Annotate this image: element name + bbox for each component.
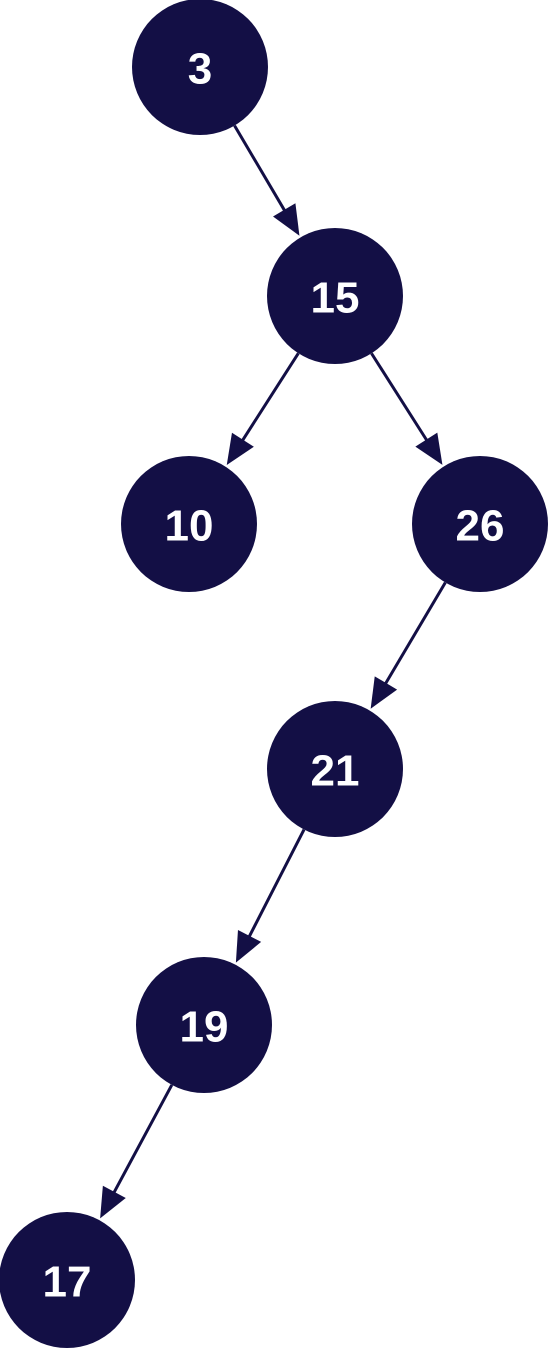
arrow-head-n15-n26 [415, 432, 443, 465]
arrow-head-n21-n19 [235, 930, 262, 963]
node-circle [136, 957, 272, 1093]
node-label: 15 [311, 274, 360, 323]
arrow-head-n19-n17 [100, 1185, 126, 1219]
node-circle [121, 456, 257, 592]
node-circle [132, 0, 268, 135]
node-circle [412, 456, 548, 592]
node-label: 26 [456, 502, 505, 551]
tree-node-21: 21 [267, 701, 403, 837]
node-label: 19 [180, 1003, 229, 1052]
arrow-head-n3-n15 [273, 203, 300, 236]
tree-node-26: 26 [412, 456, 548, 592]
tree-node-3: 3 [132, 0, 268, 135]
node-circle [267, 701, 403, 837]
tree-edges [100, 124, 447, 1219]
edge-n15-n10 [239, 352, 300, 444]
arrow-head-n26-n21 [370, 676, 398, 709]
tree-node-15: 15 [267, 228, 403, 364]
edge-n3-n15 [233, 124, 288, 215]
edge-n26-n21 [382, 581, 447, 688]
tree-node-10: 10 [121, 456, 257, 592]
edge-n15-n26 [370, 352, 430, 444]
node-label: 3 [188, 45, 212, 94]
node-label: 10 [165, 502, 214, 551]
edge-n21-n19 [246, 828, 306, 941]
node-label: 17 [43, 1258, 92, 1307]
tree-node-17: 17 [0, 1212, 135, 1348]
edge-n19-n17 [111, 1084, 174, 1197]
node-label: 21 [311, 747, 360, 796]
tree-node-19: 19 [136, 957, 272, 1093]
node-circle [267, 228, 403, 364]
arrow-head-n15-n10 [226, 432, 254, 466]
node-circle [0, 1212, 135, 1348]
